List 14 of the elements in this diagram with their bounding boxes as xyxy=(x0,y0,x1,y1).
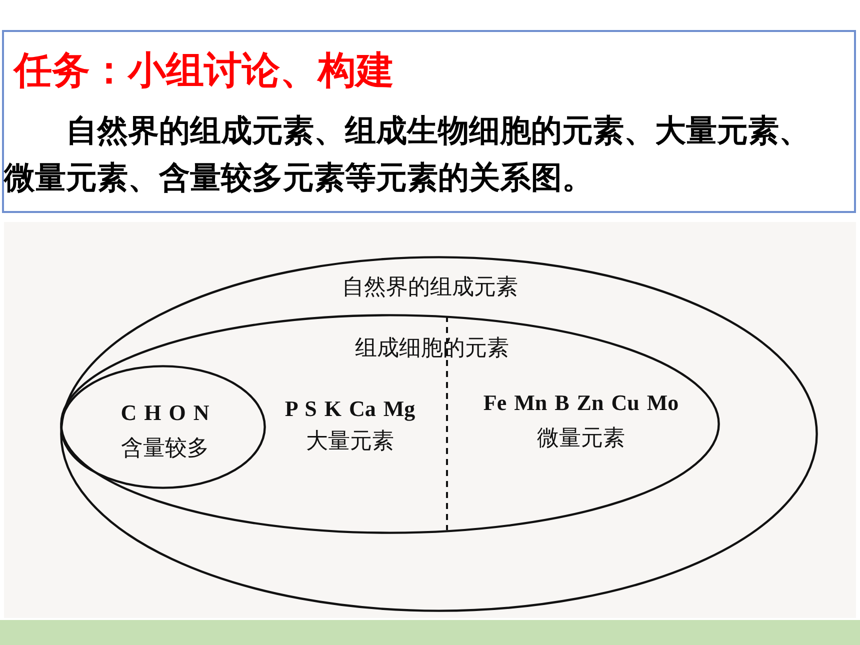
ellipse-label: 组成细胞的元素 xyxy=(355,336,509,362)
ellipse-label: 微量元素 xyxy=(537,426,625,452)
ellipse xyxy=(60,256,818,612)
task-description: 自然界的组成元素、组成生物细胞的元素、大量元素、微量元素、含量较多元素等元素的关系图。 xyxy=(4,112,811,198)
ellipse-label: 含量较多 xyxy=(121,436,209,462)
circle xyxy=(60,365,266,489)
ellipse xyxy=(60,314,720,534)
task-heading: 任务：小组讨论、构建 xyxy=(14,48,394,94)
element-symbols: Fe Mn B Zn Cu Mo xyxy=(483,390,679,416)
element-symbols: C H O N xyxy=(120,400,210,426)
ellipse-label: 自然界的组成元素 xyxy=(342,276,518,300)
element-symbols: P S K Ca Mg xyxy=(284,396,416,422)
ellipse-label: 大量元素 xyxy=(306,430,394,454)
task-box xyxy=(2,30,856,213)
